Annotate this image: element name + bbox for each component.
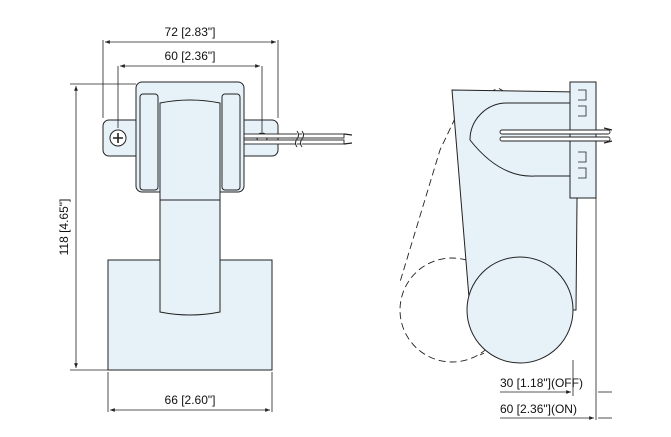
dim-overall-width: 72 [2.83"] — [165, 25, 216, 39]
cable-front — [243, 130, 353, 148]
dim-float-width: 66 [2.60"] — [165, 393, 216, 407]
dim-on-offset: 60 [2.36"](ON) — [500, 402, 577, 416]
dim-mount-width: 60 [2.36"] — [165, 49, 216, 63]
float-ball-side — [466, 256, 574, 364]
dim-off-offset: 30 [1.18"](OFF) — [500, 376, 583, 390]
cable-side — [499, 127, 613, 144]
front-view: 72 [2.83"] 60 [2.36"] 118 [4.65"] 66 [2.… — [57, 25, 353, 412]
dim-height: 118 [4.65"] — [57, 199, 71, 256]
screw-icon — [109, 129, 127, 147]
side-view: 30 [1.18"](OFF) 60 [2.36"](ON) — [399, 81, 613, 420]
float-on-position — [451, 81, 613, 364]
